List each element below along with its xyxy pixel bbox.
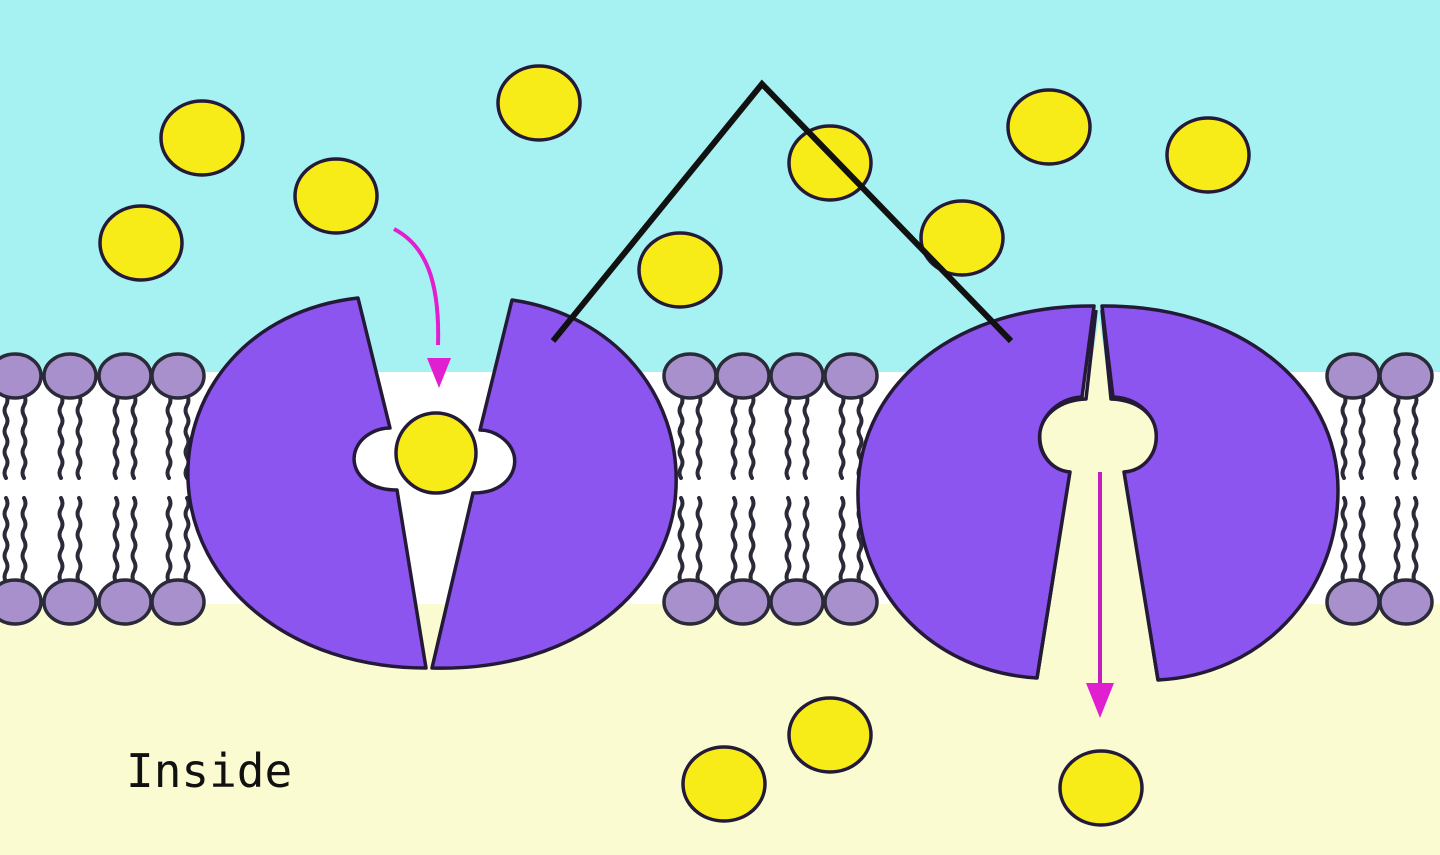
lipid-tail — [1340, 496, 1348, 584]
solute-molecule — [1165, 116, 1251, 194]
solutes-inside — [681, 696, 1144, 827]
carrier-channel-open-inside — [1039, 318, 1157, 682]
solute-molecule — [1058, 749, 1144, 827]
lipid-tail — [20, 496, 28, 584]
phospholipid-head — [97, 578, 153, 626]
lipid-tail — [802, 496, 810, 584]
lipid-tail — [112, 496, 120, 584]
carrier-protein-open-inside — [856, 304, 1340, 682]
phospholipid-head — [0, 352, 43, 400]
phospholipid-head — [1325, 578, 1381, 626]
lipid-tail — [1340, 393, 1348, 480]
carrier-protein-open-outside — [186, 296, 678, 670]
lipid-tail — [2, 393, 10, 480]
phospholipid-bilayer — [0, 352, 1434, 626]
phospholipid-head — [97, 352, 153, 400]
arrow-solute-entering-icon — [393, 227, 451, 388]
solute-molecule — [98, 204, 184, 282]
lipid-tail — [130, 496, 138, 584]
lipid-tail — [130, 393, 138, 480]
phospholipid-head — [150, 352, 206, 400]
lipid-tail — [838, 496, 846, 584]
solute-bound-in-carrier — [394, 411, 478, 495]
phospholipid-head — [769, 578, 825, 626]
phospholipid-head — [662, 352, 718, 400]
lipid-tail — [802, 393, 810, 480]
lipid-tail — [183, 496, 191, 584]
solutes-outside — [98, 64, 1251, 309]
phospholipid-head — [0, 578, 43, 626]
label-pointer-line — [550, 79, 1014, 344]
solute-molecule — [787, 696, 873, 774]
solute-molecule — [681, 745, 767, 823]
lipid-tail — [730, 496, 738, 584]
lipid-tail — [748, 393, 756, 480]
lipid-tail — [730, 393, 738, 480]
phospholipid-head — [662, 578, 718, 626]
phospholipid-head — [715, 352, 771, 400]
lipid-tail — [165, 496, 173, 584]
lipid-tail — [20, 393, 28, 480]
lipid-tail — [112, 393, 120, 480]
lipid-tail — [677, 393, 685, 480]
lipid-tail — [784, 496, 792, 584]
phospholipid-head — [823, 352, 879, 400]
inside-label: Inside — [126, 744, 292, 798]
solute-molecule — [1006, 88, 1092, 166]
phospholipid-head — [1378, 352, 1434, 400]
lipid-tail — [57, 393, 65, 480]
lipid-tail — [2, 496, 10, 584]
lipid-tail — [57, 496, 65, 584]
solute-molecule — [919, 199, 1005, 277]
phospholipid-head — [715, 578, 771, 626]
solute-molecule — [159, 99, 245, 177]
solute-molecule — [787, 124, 873, 202]
lipid-tail — [1393, 393, 1401, 480]
lipid-tail — [75, 496, 83, 584]
solute-molecule — [293, 157, 379, 235]
phospholipid-head — [150, 578, 206, 626]
phospholipid-head — [1325, 352, 1381, 400]
lipid-tail — [1411, 393, 1419, 480]
phospholipid-head — [42, 352, 98, 400]
solute-molecule — [637, 231, 723, 309]
lipid-tail — [695, 393, 703, 480]
lipid-tail — [677, 496, 685, 584]
phospholipid-head — [1378, 578, 1434, 626]
phospholipid-head — [42, 578, 98, 626]
lipid-tail — [165, 393, 173, 480]
lipid-tail — [1358, 393, 1366, 480]
arrow-solute-released-icon — [1086, 472, 1114, 718]
lipid-tail — [75, 393, 83, 480]
lipid-tail — [1393, 496, 1401, 584]
lipid-tail — [784, 393, 792, 480]
lipid-tail — [748, 496, 756, 584]
phospholipid-head — [769, 352, 825, 400]
phospholipid-head — [823, 578, 879, 626]
lipid-tail — [695, 496, 703, 584]
lipid-tail — [838, 393, 846, 480]
lipid-tail — [1411, 496, 1419, 584]
solute-molecule — [496, 64, 582, 142]
lipid-tail — [1358, 496, 1366, 584]
